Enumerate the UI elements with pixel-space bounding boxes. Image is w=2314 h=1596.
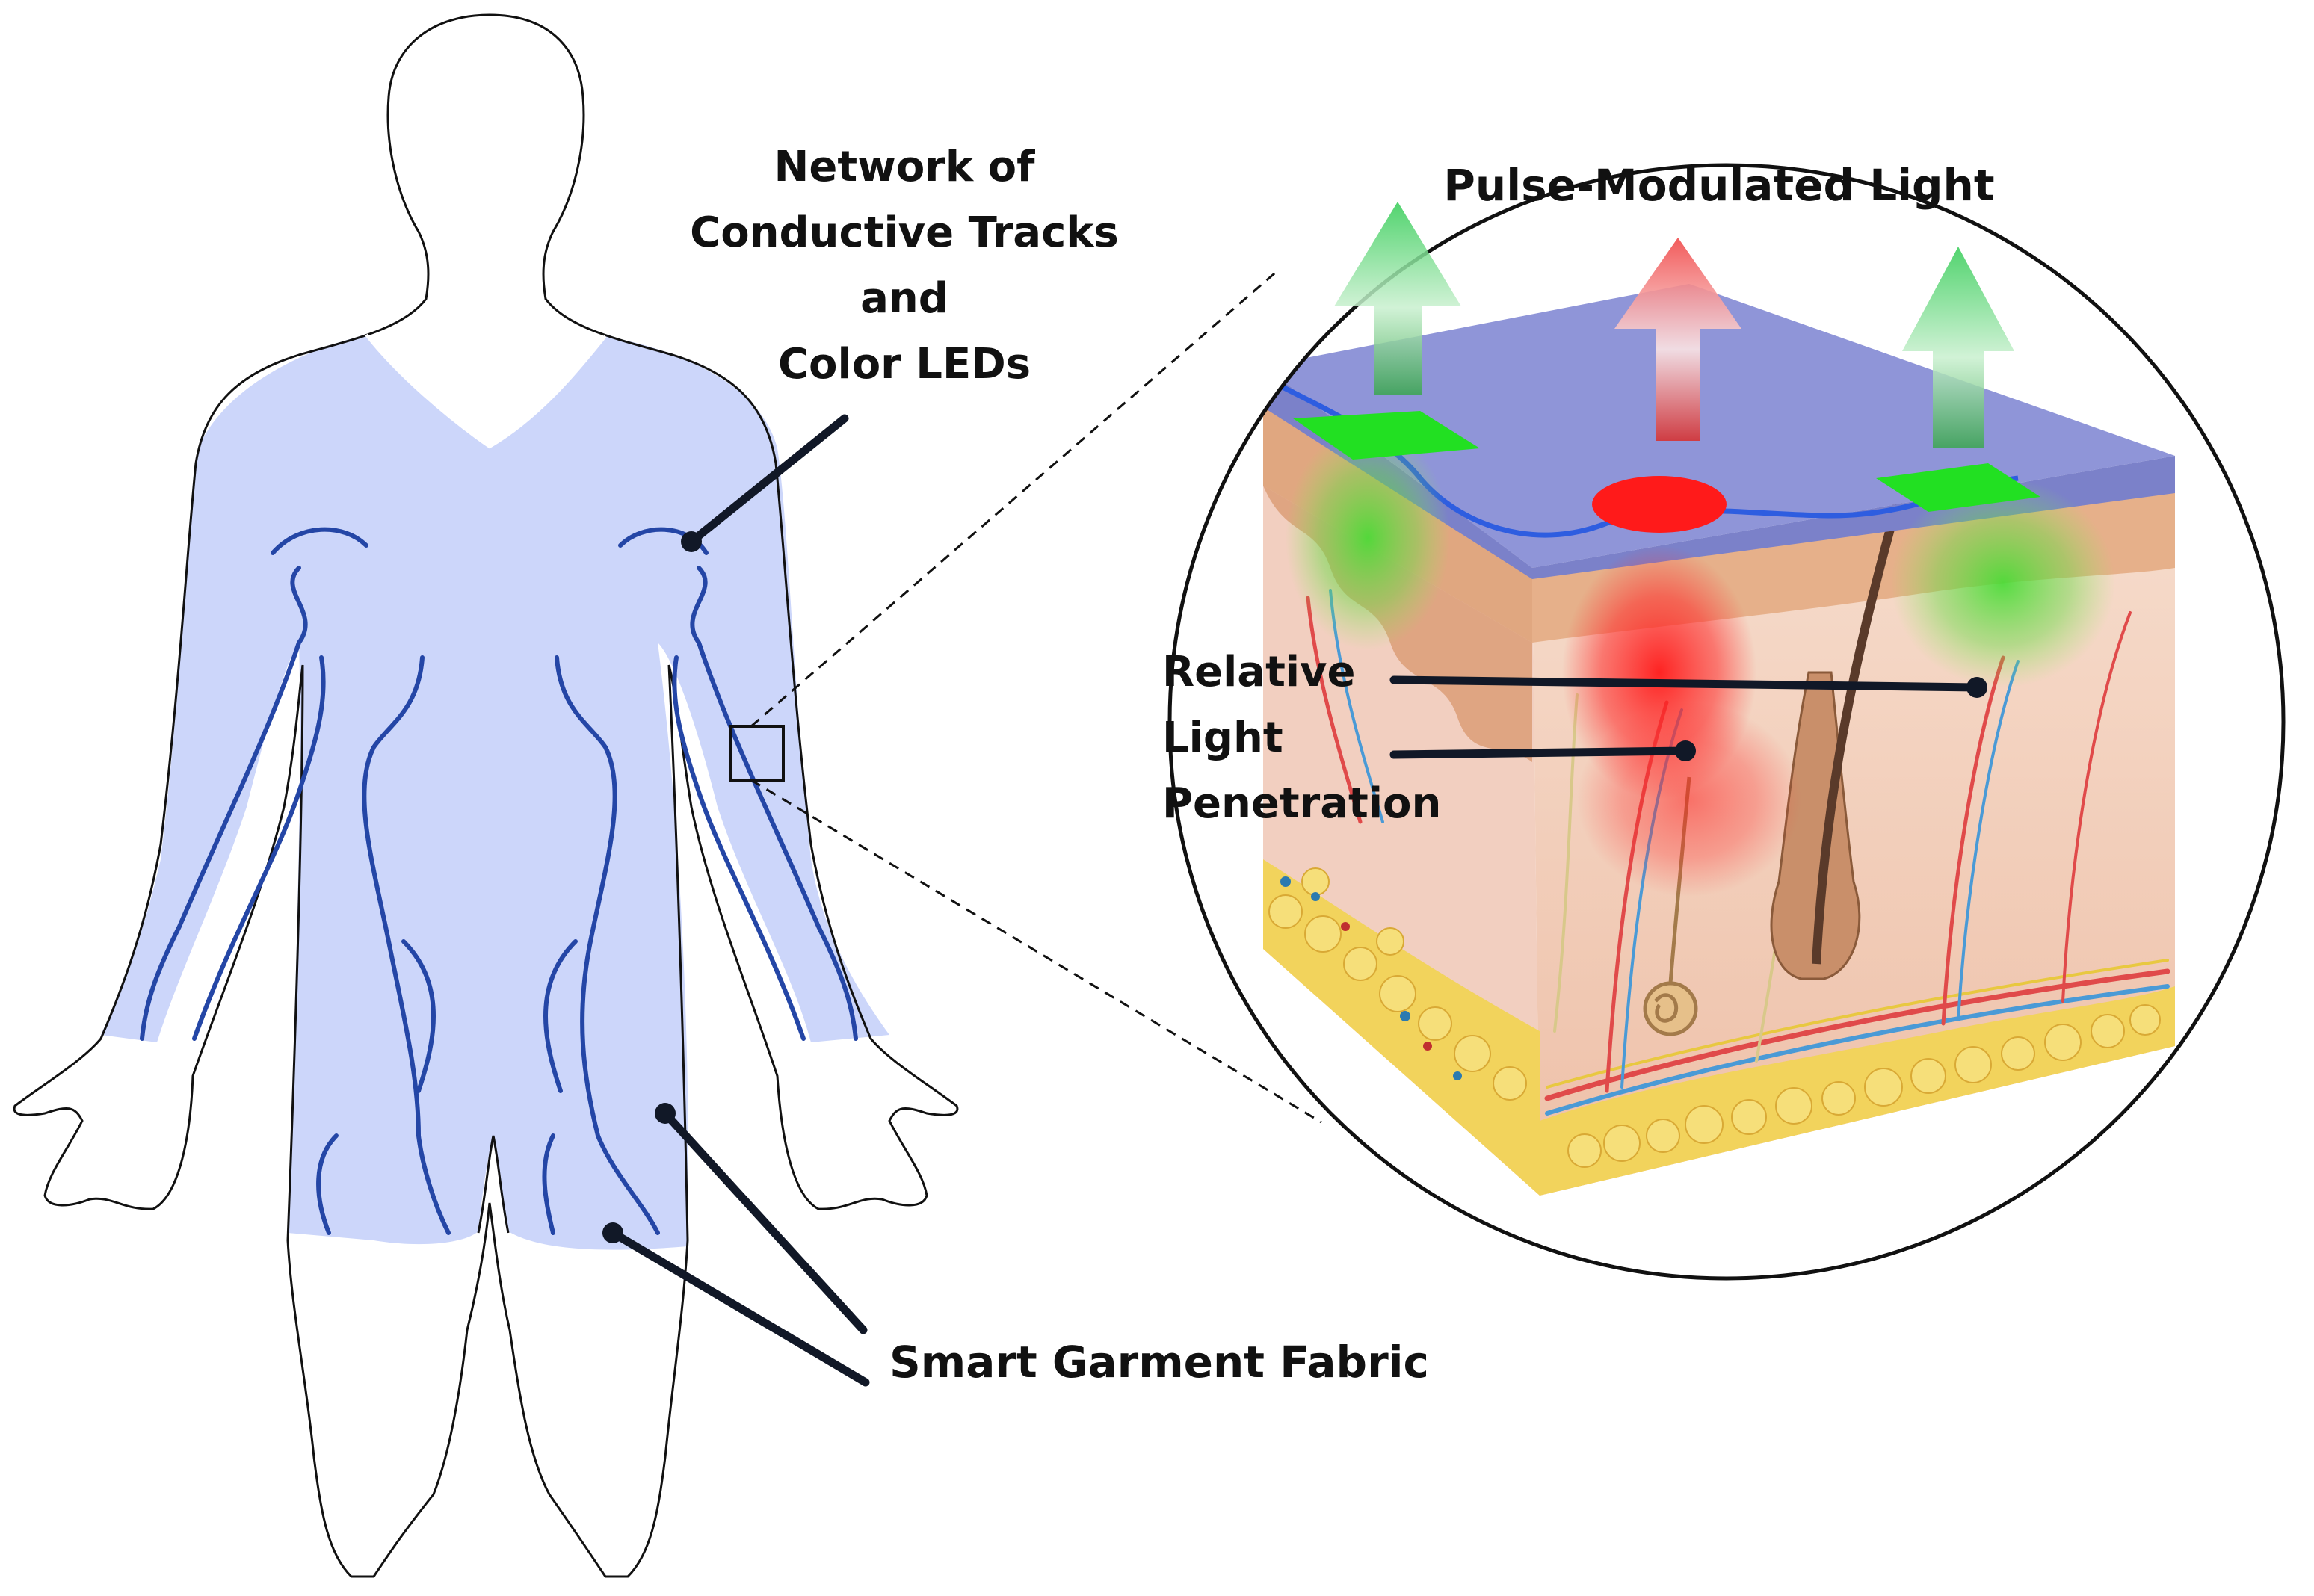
network-label-line-2: Conductive Tracks bbox=[690, 208, 1119, 257]
body-outline bbox=[13, 13, 959, 1578]
zoom-selection-box bbox=[729, 725, 785, 782]
network-label-line-1: Network of bbox=[774, 143, 1035, 191]
smart-garment-label: Smart Garment Fabric bbox=[889, 1337, 1429, 1388]
up-arrow-icon bbox=[1614, 238, 1741, 441]
red-light-glow-deep bbox=[1577, 702, 1801, 897]
light-arrows bbox=[1334, 202, 2014, 448]
fabric-top-surface bbox=[1263, 284, 2175, 568]
up-arrow-icon bbox=[1902, 247, 2014, 448]
network-label-line-4: Color LEDs bbox=[778, 340, 1031, 389]
green-led-right bbox=[1876, 463, 2040, 512]
up-arrow-icon bbox=[1334, 202, 1461, 395]
zoom-guide-lines bbox=[750, 267, 1322, 1124]
leader-lines bbox=[602, 414, 1987, 1387]
network-label-line-3: and bbox=[860, 274, 948, 323]
magnified-skin-view bbox=[1167, 163, 2286, 1281]
relative-label-line-2: Light bbox=[1162, 714, 1283, 762]
relative-label-line-1: Relative bbox=[1162, 648, 1356, 696]
relative-light-label: Relative Light Penetration bbox=[1162, 648, 1441, 828]
network-label: Network of Conductive Tracks and Color L… bbox=[690, 143, 1119, 389]
pulse-light-label: Pulse-Modulated Light bbox=[1443, 160, 1994, 211]
green-light-glow-right bbox=[1891, 478, 2115, 687]
garment-fabric bbox=[101, 335, 889, 1250]
relative-label-line-3: Penetration bbox=[1162, 779, 1441, 828]
green-light-glow-left bbox=[1286, 426, 1450, 650]
red-led-center bbox=[1592, 476, 1727, 533]
magnifier-outline bbox=[1167, 163, 2286, 1281]
green-led-left bbox=[1293, 411, 1480, 460]
